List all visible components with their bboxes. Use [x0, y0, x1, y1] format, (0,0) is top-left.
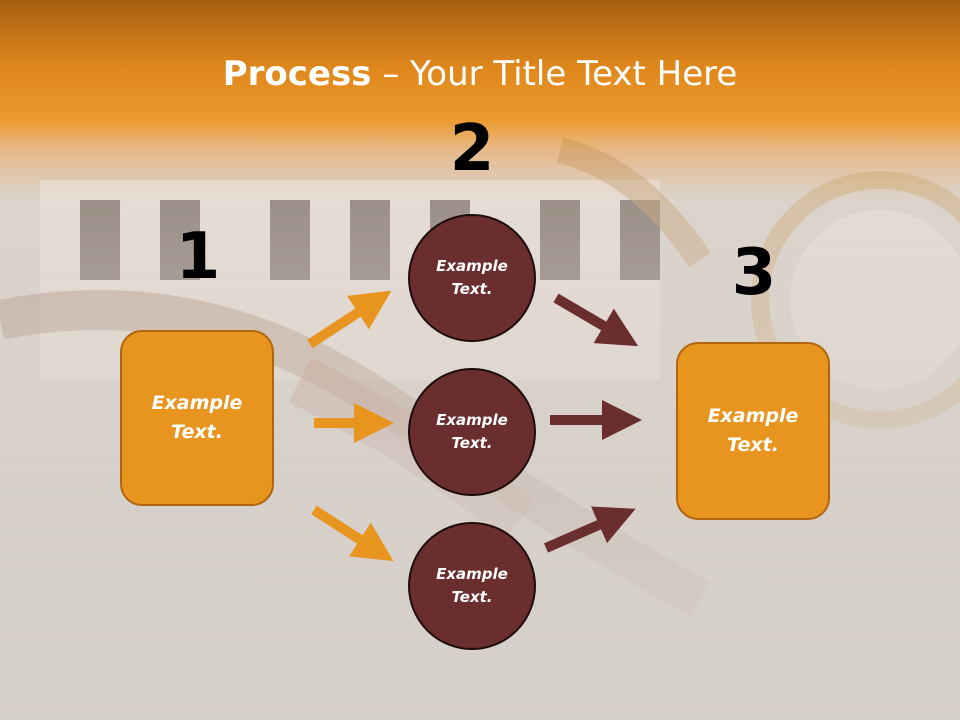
right-box[interactable]: Example Text.: [676, 342, 830, 520]
step-number-3: 3: [731, 236, 777, 310]
arrow-left-to-bottom: [311, 505, 394, 562]
step-number-1: 1: [175, 220, 221, 294]
arrow-bottom-to-right: [543, 506, 636, 553]
circle-middle-label: Example Text.: [436, 411, 508, 452]
left-box-label: Example Text.: [151, 392, 243, 443]
left-box[interactable]: Example Text.: [120, 330, 274, 506]
title-bold: Process: [222, 54, 372, 94]
right-box-label: Example Text.: [707, 405, 799, 456]
arrow-top-to-right: [553, 293, 639, 347]
circle-top-label: Example Text.: [436, 257, 508, 298]
arrow-left-to-top: [307, 290, 392, 349]
circle-bottom[interactable]: Example Text.: [408, 522, 536, 650]
title-rest: – Your Title Text Here: [371, 54, 738, 94]
circle-bottom-label: Example Text.: [436, 565, 508, 606]
slide-title: Process – Your Title Text Here: [0, 52, 960, 96]
circle-top[interactable]: Example Text.: [408, 214, 536, 342]
circle-middle[interactable]: Example Text.: [408, 368, 536, 496]
step-number-2: 2: [449, 112, 495, 186]
